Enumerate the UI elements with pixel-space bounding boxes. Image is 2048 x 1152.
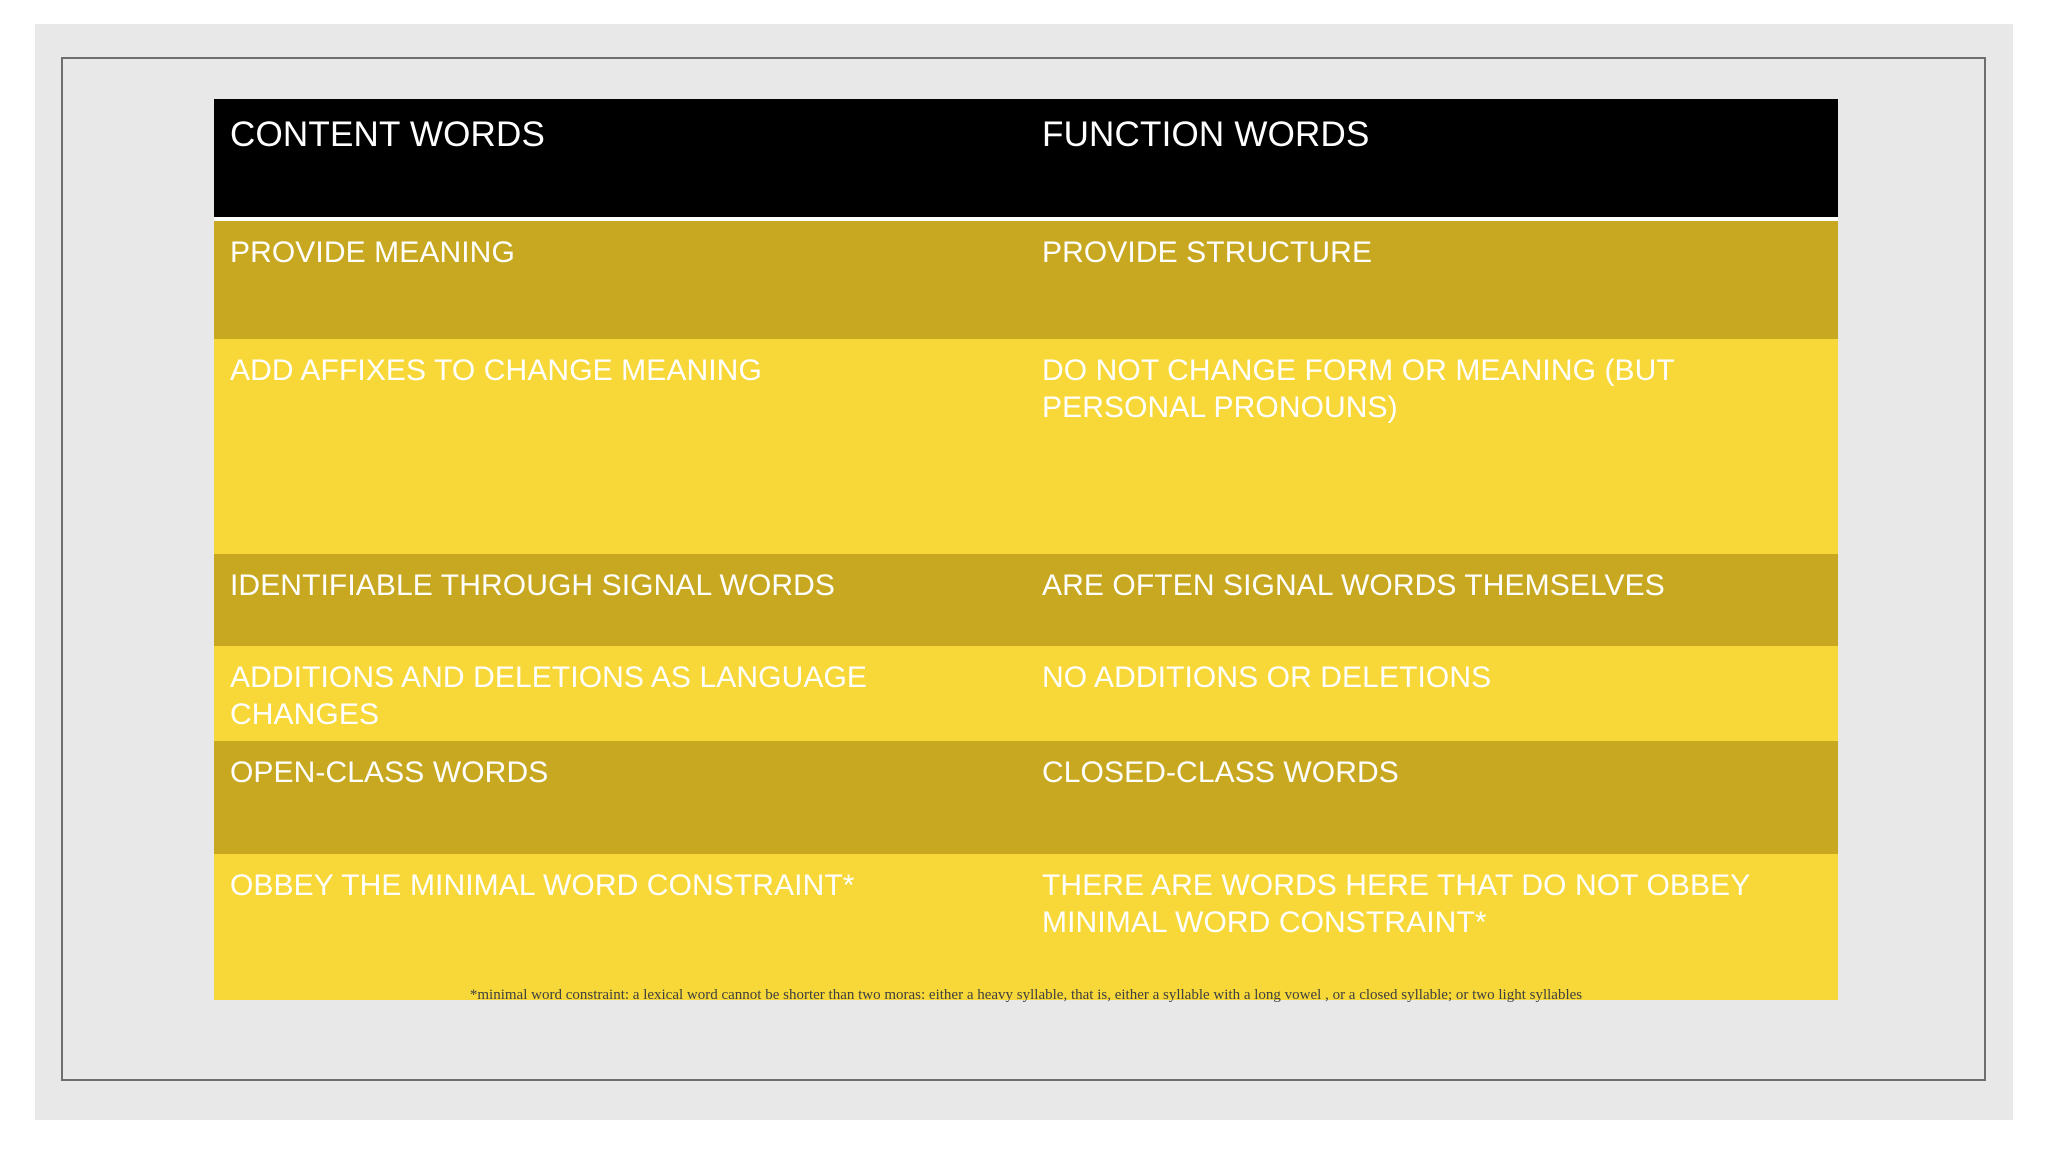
slide-viewer: CONTENT WORDS FUNCTION WORDS PROVIDE MEA… bbox=[35, 24, 2013, 1120]
cell-text-content-4: ADDITIONS AND DELETIONS AS LANGUAGE CHAN… bbox=[230, 661, 867, 731]
table-row: ADD AFFIXES TO CHANGE MEANING DO NOT CHA… bbox=[214, 339, 1838, 554]
cell-text-function-4: NO ADDITIONS OR DELETIONS bbox=[1042, 661, 1492, 694]
table-row: OBBEY THE MINIMAL WORD CONSTRAINT* THERE… bbox=[214, 854, 1838, 980]
table-cell-function: NO ADDITIONS OR DELETIONS bbox=[1026, 646, 1838, 741]
comparison-table: CONTENT WORDS FUNCTION WORDS PROVIDE MEA… bbox=[214, 99, 1838, 1003]
table-cell-content: ADD AFFIXES TO CHANGE MEANING bbox=[214, 339, 1026, 554]
footnote-strip: *minimal word constraint: a lexical word… bbox=[214, 980, 1838, 1003]
table-cell-function: CLOSED-CLASS WORDS bbox=[1026, 741, 1838, 854]
column-header-content-words: CONTENT WORDS bbox=[230, 115, 546, 154]
cell-text-content-2: ADD AFFIXES TO CHANGE MEANING bbox=[230, 354, 762, 387]
slide-canvas: CONTENT WORDS FUNCTION WORDS PROVIDE MEA… bbox=[61, 57, 1986, 1081]
table-header-cell-function-words: FUNCTION WORDS bbox=[1026, 99, 1838, 217]
table-row: PROVIDE MEANING PROVIDE STRUCTURE bbox=[214, 221, 1838, 339]
cell-text-function-5: CLOSED-CLASS WORDS bbox=[1042, 756, 1399, 789]
table-cell-function: THERE ARE WORDS HERE THAT DO NOT OBBEY M… bbox=[1026, 854, 1838, 980]
cell-text-content-5: OPEN-CLASS WORDS bbox=[230, 756, 549, 789]
table-row: ADDITIONS AND DELETIONS AS LANGUAGE CHAN… bbox=[214, 646, 1838, 741]
table-cell-content: OBBEY THE MINIMAL WORD CONSTRAINT* bbox=[214, 854, 1026, 980]
table-cell-function: DO NOT CHANGE FORM OR MEANING (BUT PERSO… bbox=[1026, 339, 1838, 554]
table-row: IDENTIFIABLE THROUGH SIGNAL WORDS ARE OF… bbox=[214, 554, 1838, 646]
column-header-function-words: FUNCTION WORDS bbox=[1042, 115, 1370, 154]
table-row: OPEN-CLASS WORDS CLOSED-CLASS WORDS bbox=[214, 741, 1838, 854]
cell-text-content-6: OBBEY THE MINIMAL WORD CONSTRAINT* bbox=[230, 869, 855, 902]
table-cell-content: OPEN-CLASS WORDS bbox=[214, 741, 1026, 854]
cell-text-function-1: PROVIDE STRUCTURE bbox=[1042, 236, 1373, 269]
footnote-text: *minimal word constraint: a lexical word… bbox=[469, 987, 1583, 1003]
table-cell-content: PROVIDE MEANING bbox=[214, 221, 1026, 339]
table-cell-content: IDENTIFIABLE THROUGH SIGNAL WORDS bbox=[214, 554, 1026, 646]
table-cell-function: PROVIDE STRUCTURE bbox=[1026, 221, 1838, 339]
cell-text-content-3: IDENTIFIABLE THROUGH SIGNAL WORDS bbox=[230, 569, 836, 602]
cell-text-function-3: ARE OFTEN SIGNAL WORDS THEMSELVES bbox=[1042, 569, 1665, 602]
cell-text-function-2: DO NOT CHANGE FORM OR MEANING (BUT PERSO… bbox=[1042, 354, 1675, 424]
table-header-cell-content-words: CONTENT WORDS bbox=[214, 99, 1026, 217]
table-cell-content: ADDITIONS AND DELETIONS AS LANGUAGE CHAN… bbox=[214, 646, 1026, 741]
table-header-row: CONTENT WORDS FUNCTION WORDS bbox=[214, 99, 1838, 221]
cell-text-function-6: THERE ARE WORDS HERE THAT DO NOT OBBEY M… bbox=[1042, 869, 1750, 939]
cell-text-content-1: PROVIDE MEANING bbox=[230, 236, 515, 269]
table-cell-function: ARE OFTEN SIGNAL WORDS THEMSELVES bbox=[1026, 554, 1838, 646]
